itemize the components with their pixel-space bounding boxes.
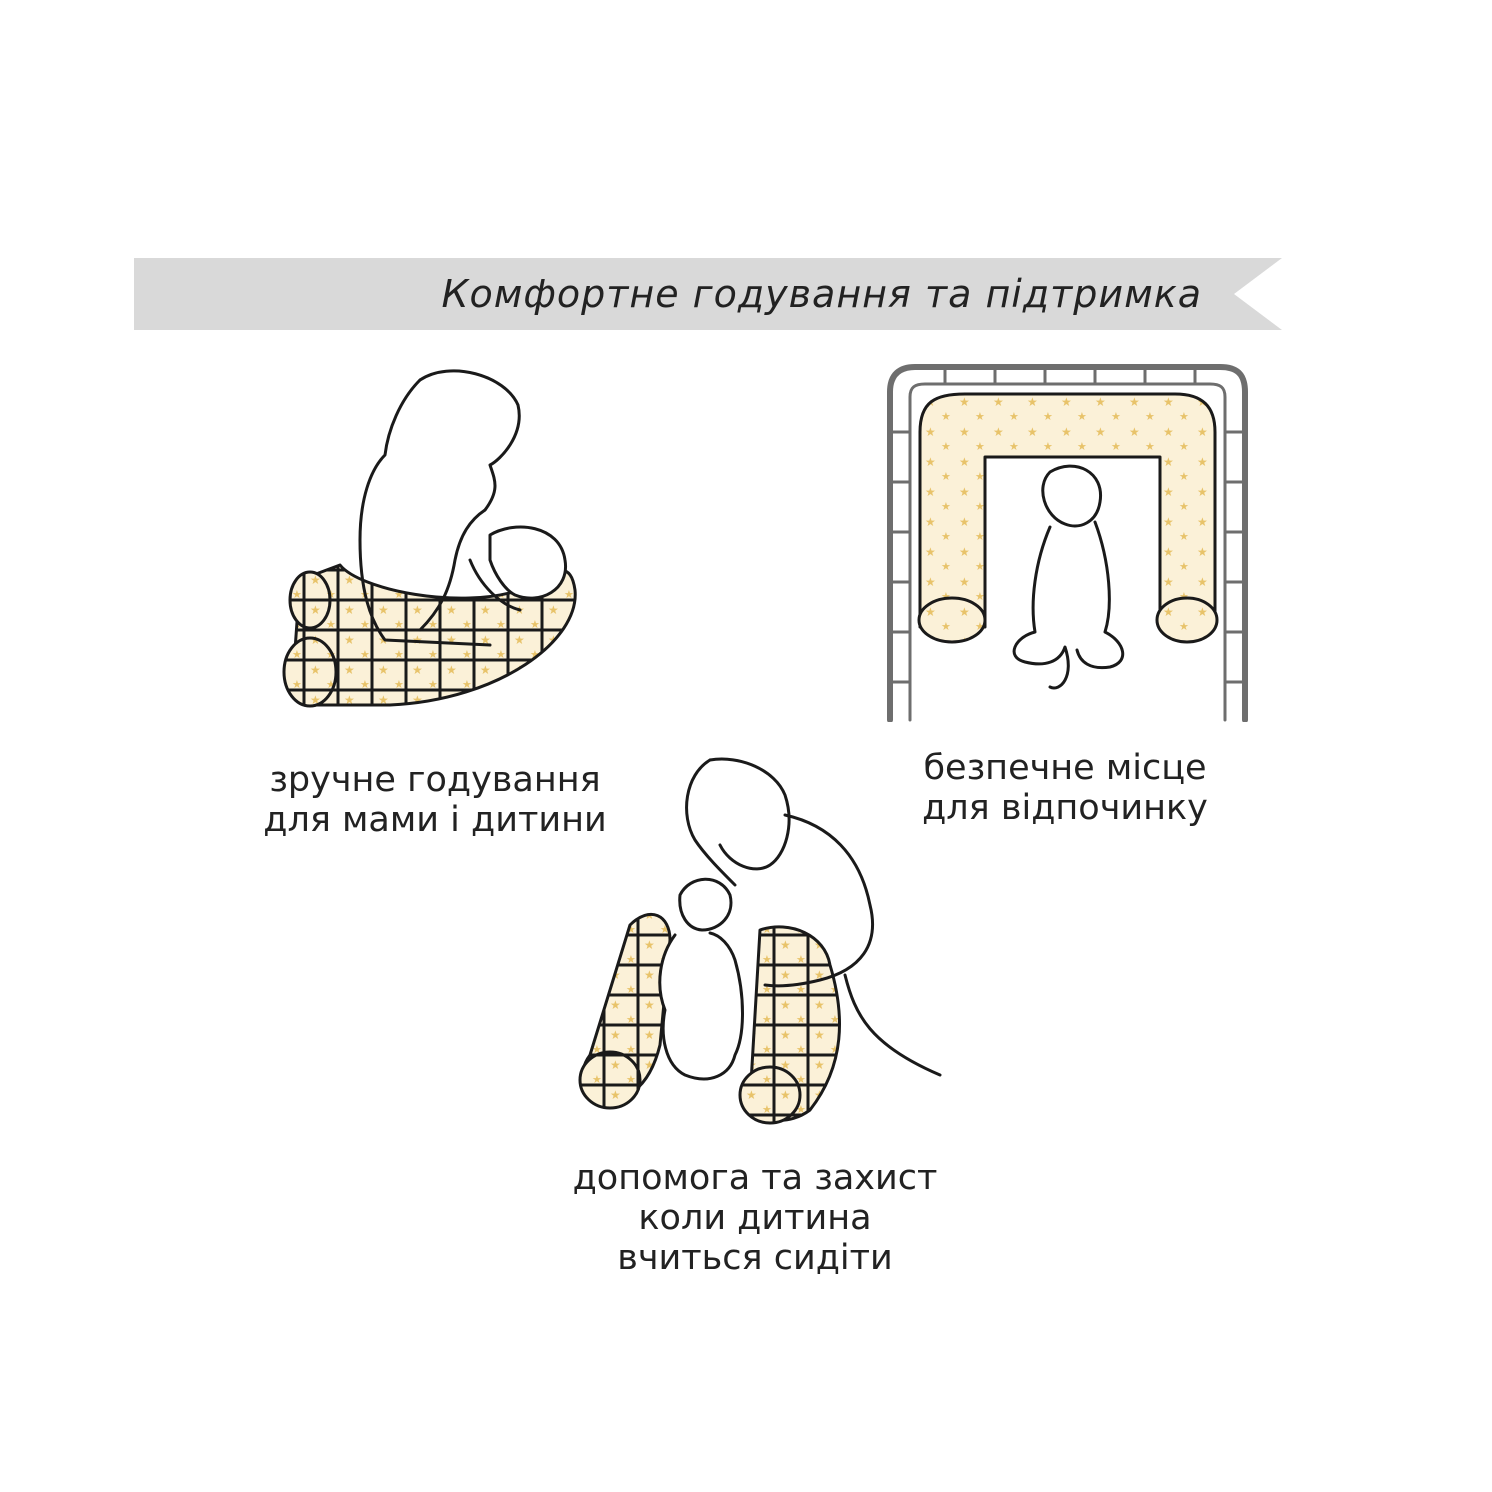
feature-caption-line: для мами і дитини [263,800,607,840]
feature-caption-rest: безпечне місце для відпочинку [895,748,1235,828]
feature-caption-line: вчиться сидіти [617,1238,893,1278]
feature-caption-line: зручне годування [269,760,601,800]
sitting-support-illustration: ★ ★ [578,757,942,1125]
banner-ribbon-shape [134,258,1282,330]
crib-illustration: ★ ★ [887,364,1248,722]
feature-caption-line: коли дитина [638,1198,872,1238]
feature-caption-line: безпечне місце [923,748,1207,788]
feature-caption-line: для відпочинку [922,788,1208,828]
title-banner: Комфортне годування та підтримка [134,258,1282,330]
banner-title: Комфортне годування та підтримка [441,272,1202,316]
feature-caption-sitting: допомога та захист коли дитина вчиться с… [545,1158,965,1278]
feature-caption-line: допомога та захист [572,1158,938,1198]
breastfeeding-illustration: ★ ★ [282,369,577,708]
feature-caption-feeding: зручне годування для мами і дитини [240,760,630,840]
